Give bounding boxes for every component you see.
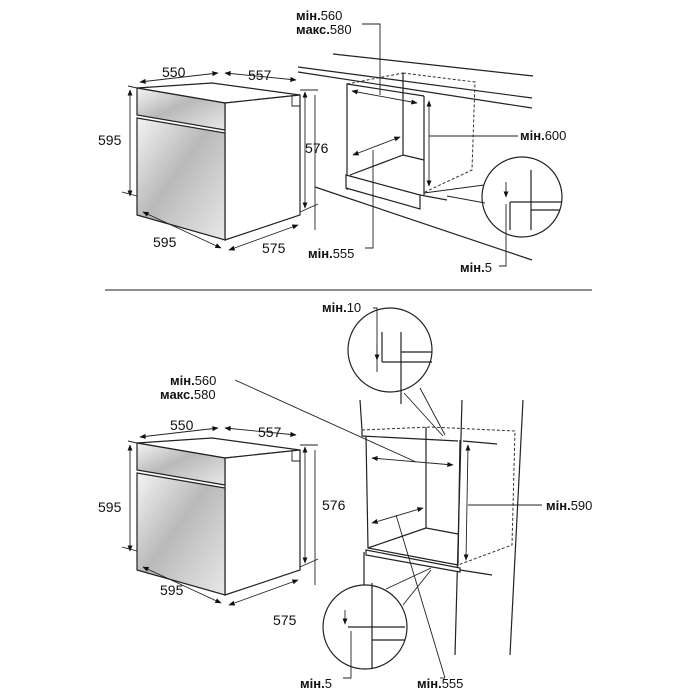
oven-drawing-top: [121, 71, 319, 251]
dim-depth: 557: [258, 424, 282, 440]
svg-text:мін.5: мін.5: [460, 260, 492, 275]
detail-magnifier: [481, 156, 563, 238]
dim-height: 595: [98, 499, 122, 515]
dim-width: 550: [162, 64, 186, 80]
oven-control-panel: [136, 87, 226, 131]
dim-front-width: 595: [153, 234, 177, 250]
bottom-niche-labels: мін.10 мін.560 макс.580 мін.590 мін.555 …: [160, 300, 592, 691]
oven-drawing-bottom: [122, 428, 318, 605]
oven-side: [224, 94, 301, 241]
dim-body-height: 576: [305, 140, 329, 156]
dim-line-front-width: [142, 211, 222, 249]
top-niche-drawing: [297, 23, 563, 267]
svg-text:мін.560: мін.560: [296, 8, 342, 23]
dim-line-width: [139, 71, 219, 84]
dim-body-height: 576: [322, 497, 346, 513]
svg-text:макс.580: макс.580: [296, 22, 352, 37]
dim-line-body-depth: [228, 224, 299, 251]
svg-text:мін.555: мін.555: [417, 676, 463, 691]
svg-text:мін.5: мін.5: [300, 676, 332, 691]
svg-text:мін.590: мін.590: [546, 498, 592, 513]
top-detail-magnifier: [347, 307, 433, 393]
svg-text:мін.600: мін.600: [520, 128, 566, 143]
svg-text:мін.555: мін.555: [308, 246, 354, 261]
svg-text:макс.580: макс.580: [160, 387, 216, 402]
dim-body-depth: 575: [262, 240, 286, 256]
dim-body-depth: 575: [273, 612, 297, 628]
svg-text:мін.10: мін.10: [322, 300, 361, 315]
oven-mount-bracket: [291, 96, 300, 107]
dim-depth: 557: [248, 67, 272, 83]
oven-door: [136, 117, 226, 241]
bottom-oven-dimensions: 550 557 595 576 595 575: [98, 417, 346, 628]
dim-height: 595: [98, 132, 122, 148]
svg-text:мін.560: мін.560: [170, 373, 216, 388]
top-oven-dimensions: 550 557 595 576 595 575: [98, 64, 329, 256]
top-niche-labels: мін.560 макс.580 мін.600 мін.555 мін.5: [296, 8, 566, 275]
bottom-niche-drawing: [234, 307, 542, 679]
niche-plinth: [345, 174, 421, 210]
dim-line-depth: [224, 71, 297, 82]
dim-front-width: 595: [160, 582, 184, 598]
dim-width: 550: [170, 417, 194, 433]
